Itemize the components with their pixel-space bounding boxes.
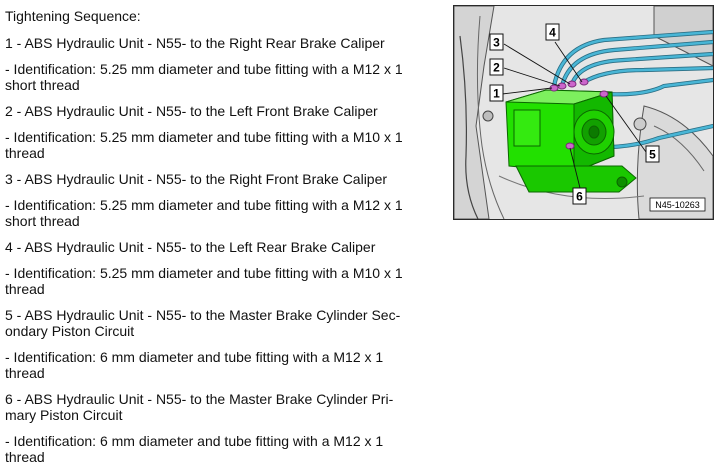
callout-6: 6 xyxy=(576,190,583,204)
step-1-identification: - Identification: 5.25 mm diameter and t… xyxy=(5,61,430,93)
callout-2-box xyxy=(489,58,504,76)
step-4-title: 4 - ABS Hydraulic Unit - N55- to the Lef… xyxy=(5,239,376,255)
step-3-identification: - Identification: 5.25 mm diameter and t… xyxy=(5,197,430,229)
step-3-id-line2: short thread xyxy=(5,213,80,229)
step-1-id-line1: - Identification: 5.25 mm diameter and t… xyxy=(5,61,403,77)
callout-1: 1 xyxy=(493,87,500,101)
step-5-identification: - Identification: 6 mm diameter and tube… xyxy=(5,349,430,381)
step-3-id-line1: - Identification: 5.25 mm diameter and t… xyxy=(5,197,403,213)
callout-3: 3 xyxy=(493,36,500,50)
step-4-identification: - Identification: 5.25 mm diameter and t… xyxy=(5,265,430,297)
step-6-title: 6 - ABS Hydraulic Unit - N55- to the Mas… xyxy=(5,391,430,423)
callout-6-box xyxy=(572,187,587,205)
step-2-id-line2: thread xyxy=(5,145,45,161)
abs-unit-figure: 1 2 3 4 5 6 N45-10263 xyxy=(453,5,714,220)
callout-3-box xyxy=(489,33,504,51)
step-6-identification: - Identification: 6 mm diameter and tube… xyxy=(5,433,430,465)
callout-1-box xyxy=(489,84,504,102)
procedure-text: Tightening Sequence: 1 - ABS Hydraulic U… xyxy=(5,8,430,475)
figure-id: N45-10263 xyxy=(655,200,700,210)
step-1-title: 1 - ABS Hydraulic Unit - N55- to the Rig… xyxy=(5,35,385,51)
step-6-title-line1: 6 - ABS Hydraulic Unit - N55- to the Mas… xyxy=(5,391,394,407)
step-5-title: 5 - ABS Hydraulic Unit - N55- to the Mas… xyxy=(5,307,430,339)
step-4-id-line2: thread xyxy=(5,281,45,297)
step-5-title-line2: ondary Piston Circuit xyxy=(5,323,135,339)
step-2-id-line1: - Identification: 5.25 mm diameter and t… xyxy=(5,129,403,145)
abs-unit-illustration: 1 2 3 4 5 6 N45-10263 xyxy=(454,6,713,219)
step-5-id-line2: thread xyxy=(5,365,45,381)
step-2-title: 2 - ABS Hydraulic Unit - N55- to the Lef… xyxy=(5,103,378,119)
step-1-id-line2: short thread xyxy=(5,77,80,93)
callout-4: 4 xyxy=(549,26,556,40)
callout-5: 5 xyxy=(649,148,656,162)
step-6-id-line1: - Identification: 6 mm diameter and tube… xyxy=(5,433,384,449)
step-5-id-line1: - Identification: 6 mm diameter and tube… xyxy=(5,349,384,365)
step-5-title-line1: 5 - ABS Hydraulic Unit - N55- to the Mas… xyxy=(5,307,401,323)
callout-2: 2 xyxy=(493,61,500,75)
step-4-id-line1: - Identification: 5.25 mm diameter and t… xyxy=(5,265,403,281)
procedure-heading: Tightening Sequence: xyxy=(5,8,141,24)
callout-4-box xyxy=(545,23,560,41)
callout-5-box xyxy=(645,145,660,163)
step-3-title: 3 - ABS Hydraulic Unit - N55- to the Rig… xyxy=(5,171,388,187)
step-6-title-line2: mary Piston Circuit xyxy=(5,407,123,423)
step-6-id-line2: thread xyxy=(5,449,45,465)
step-2-identification: - Identification: 5.25 mm diameter and t… xyxy=(5,129,430,161)
